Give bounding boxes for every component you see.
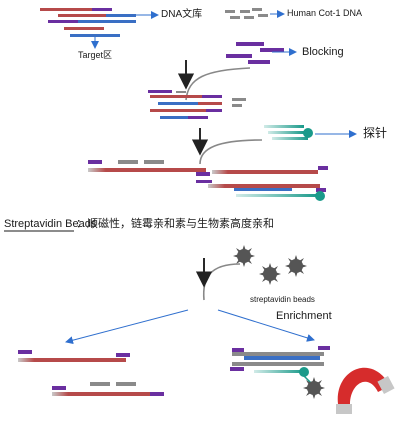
streptavidin-title: Streptavidin Beads [4,218,97,230]
curve-arrow-1 [185,67,251,101]
captured-target [230,346,330,399]
split-arrow-right [217,309,315,342]
cot1-dna-icon [225,8,285,19]
probe-hybrids [88,160,328,201]
magnet-icon [336,367,395,414]
enrichment-label: Enrichment [276,310,332,322]
target-label: Target区 [78,50,113,60]
streptavidin-bead-icon [233,245,307,285]
split-arrow-left [65,309,189,345]
streptavidin-description: ：顺磁性，链霉亲和素与生物素高度亲和 [76,218,274,230]
dna-library-fragments [40,8,159,49]
blocked-library [148,90,246,119]
curve-arrow-3 [202,263,241,301]
blocking-label: Blocking [302,46,344,58]
probe-label: 探针 [363,126,388,140]
curve-arrow-2 [199,139,263,165]
dna-library-label: DNA文库 [161,9,203,20]
probe-icons [264,125,357,140]
streptavidin-beads-label: streptavidin beads [250,295,315,304]
blocking-oligos [226,42,297,64]
washed-fragments [18,350,164,396]
human-cot1-label: Human Cot-1 DNA [287,8,363,18]
